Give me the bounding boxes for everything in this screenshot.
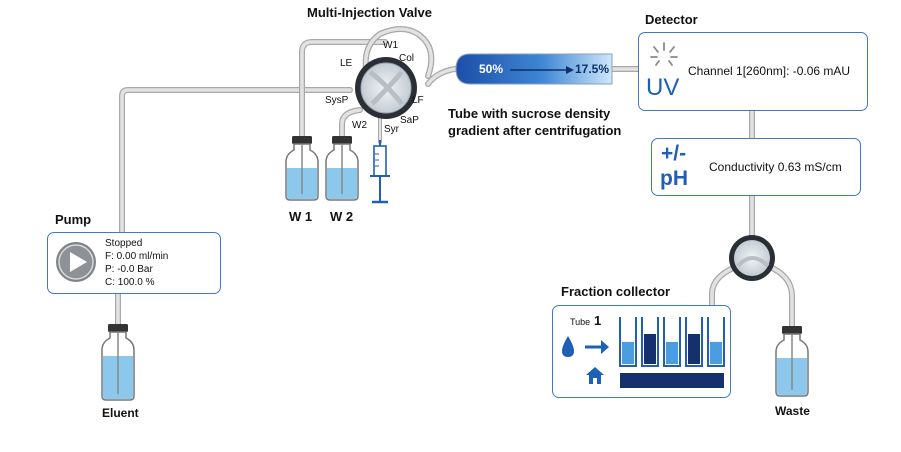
port-sysp-label: SysP	[325, 95, 349, 106]
bottle-waste-label: Waste	[775, 404, 810, 418]
bottle-w1	[285, 136, 319, 201]
pump-flow: F: 0.00 ml/min	[105, 251, 169, 262]
bottle-w2-label: W 2	[330, 209, 354, 224]
pump-status: Stopped	[105, 238, 143, 249]
uv-reading: Channel 1[260nm]: -0.06 mAU	[688, 64, 851, 78]
tube-bottom-label: 17.5%	[575, 62, 610, 76]
tube-caption-line2: gradient after centrifugation	[448, 123, 622, 138]
play-icon[interactable]	[55, 241, 97, 283]
home-icon	[586, 367, 604, 384]
port-lf-label: LF	[412, 95, 424, 106]
fraction-fill-4	[688, 334, 700, 364]
conductivity-panel[interactable]: +/- pH Conductivity 0.63 mS/cm	[651, 138, 861, 196]
detector-title: Detector	[645, 12, 698, 27]
syringe-icon	[370, 140, 390, 204]
valve-title: Multi-Injection Valve	[307, 5, 432, 20]
arrow-right-icon	[585, 340, 609, 354]
port-w2-label: W2	[352, 120, 367, 131]
port-syr-label: Syr	[384, 124, 399, 135]
outlet-valve[interactable]	[729, 235, 775, 281]
tubing-outlet-to-waste	[765, 263, 795, 333]
conductivity-reading: Conductivity 0.63 mS/cm	[709, 160, 842, 174]
lamp-icon	[650, 42, 678, 66]
ph-icon-bottom: pH	[660, 167, 688, 190]
bottle-w1-label: W 1	[289, 209, 313, 224]
bottle-waste	[775, 326, 809, 397]
tube-caption-line1: Tube with sucrose density	[448, 106, 611, 121]
multi-injection-valve[interactable]	[355, 57, 417, 119]
bottle-w2	[325, 136, 359, 201]
port-sap-label: SaP	[400, 115, 419, 126]
fraction-tubes	[619, 317, 725, 367]
fraction-fill-1	[622, 342, 634, 364]
gradient-tube	[455, 53, 613, 85]
pump-composition: C: 100.0 %	[105, 277, 155, 288]
uv-label: UV	[646, 74, 680, 101]
fraction-fill-2	[644, 334, 656, 364]
port-col-label: Col	[399, 53, 415, 64]
fraction-fill-3	[666, 342, 678, 364]
tubing	[115, 26, 795, 333]
port-w1-label: W1	[383, 40, 398, 51]
bottle-eluent	[101, 324, 135, 401]
port-le-label: LE	[340, 58, 353, 69]
uv-detector-panel[interactable]: UV Channel 1[260nm]: -0.06 mAU	[638, 32, 868, 111]
pump-title: Pump	[55, 212, 92, 227]
bottle-eluent-label: Eluent	[102, 406, 139, 420]
fraction-rack	[620, 373, 724, 388]
fraction-collector-panel[interactable]: Tube 1	[552, 305, 731, 398]
fraction-fill-5	[710, 342, 722, 364]
tube-number: 1	[594, 313, 602, 328]
tube-top-label: 50%	[479, 62, 504, 76]
pump-pressure: P: -0.0 Bar	[105, 264, 153, 275]
pump-panel[interactable]: Stopped F: 0.00 ml/min P: -0.0 Bar C: 10…	[47, 232, 221, 294]
fraction-collector-title: Fraction collector	[561, 284, 671, 299]
ph-icon-top: +/-	[661, 142, 687, 165]
drop-icon	[562, 336, 574, 357]
tube-prefix: Tube	[570, 317, 591, 327]
